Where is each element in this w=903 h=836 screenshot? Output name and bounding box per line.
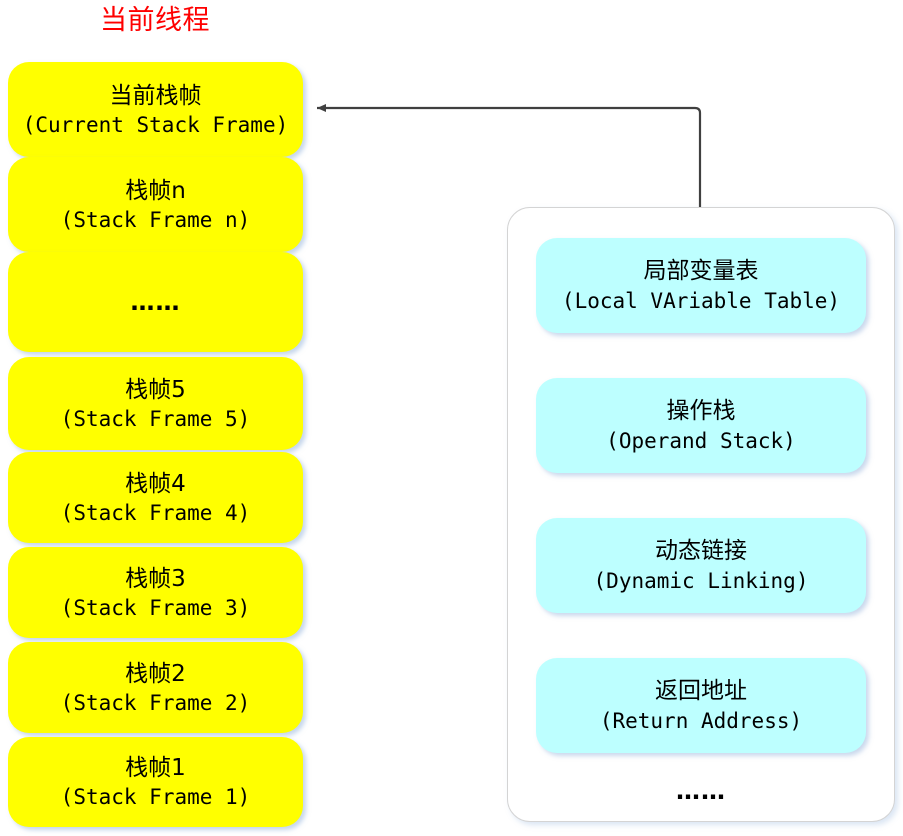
frame-slot-label-cn: 返回地址 [655, 677, 747, 704]
stack-frame-box: 栈帧5 (Stack Frame 5) [8, 357, 303, 450]
frame-slot-box: 局部变量表 (Local VAriable Table) [536, 238, 866, 333]
stack-frame-label-en: (Stack Frame 4) [60, 500, 251, 525]
stack-frame-label-en: (Stack Frame 3) [60, 595, 251, 620]
frame-slot-label-en: (Local VAriable Table) [561, 288, 841, 313]
stack-frame-label-en: (Stack Frame 1) [60, 785, 251, 809]
stack-frame-label-cn: 栈帧2 [125, 660, 186, 687]
frame-slot-label-cn: 动态链接 [655, 537, 747, 564]
stack-frame-label-en: (Current Stack Frame) [22, 112, 289, 137]
stack-frame-box: 栈帧2 (Stack Frame 2) [8, 642, 303, 733]
stack-frame-label-cn: 栈帧1 [125, 755, 186, 781]
frame-slot-label-en: (Dynamic Linking) [593, 568, 809, 593]
stack-frame-label-cn: 当前栈帧 [109, 82, 202, 109]
frame-slot-box: 动态链接 (Dynamic Linking) [536, 518, 866, 613]
stack-frame-label-en: (Stack Frame 5) [60, 406, 251, 431]
stack-frame-label-en: (Stack Frame 2) [60, 690, 251, 715]
frame-slot-label-cn: 局部变量表 [643, 257, 759, 284]
stack-frame-ellipsis: …… [130, 288, 181, 316]
page-title: 当前线程 [100, 5, 210, 36]
frame-slot-box: 操作栈 (Operand Stack) [536, 378, 866, 473]
stack-frame-label-en: (Stack Frame n) [60, 207, 251, 232]
frame-slot-ellipsis: …… [676, 777, 726, 805]
stack-frame-label-cn: 栈帧3 [125, 565, 186, 592]
stack-frame-box: 栈帧4 (Stack Frame 4) [8, 452, 303, 543]
frame-slot-label-cn: 操作栈 [666, 397, 736, 424]
stack-frame-box: …… [8, 252, 303, 352]
frame-slot-box: 返回地址 (Return Address) [536, 658, 866, 753]
frame-slot-label-en: (Operand Stack) [606, 428, 796, 453]
frame-slot-label-en: (Return Address) [599, 708, 803, 733]
stack-frame-box: 当前栈帧 (Current Stack Frame) [8, 62, 303, 157]
stack-frame-label-cn: 栈帧5 [125, 376, 186, 403]
stack-frame-box: 栈帧n (Stack Frame n) [8, 157, 303, 252]
stack-frame-box: 栈帧3 (Stack Frame 3) [8, 547, 303, 638]
stack-frame-label-cn: 栈帧4 [125, 470, 186, 497]
stack-frame-label-cn: 栈帧n [125, 177, 186, 204]
stack-frame-box: 栈帧1 (Stack Frame 1) [8, 737, 303, 827]
